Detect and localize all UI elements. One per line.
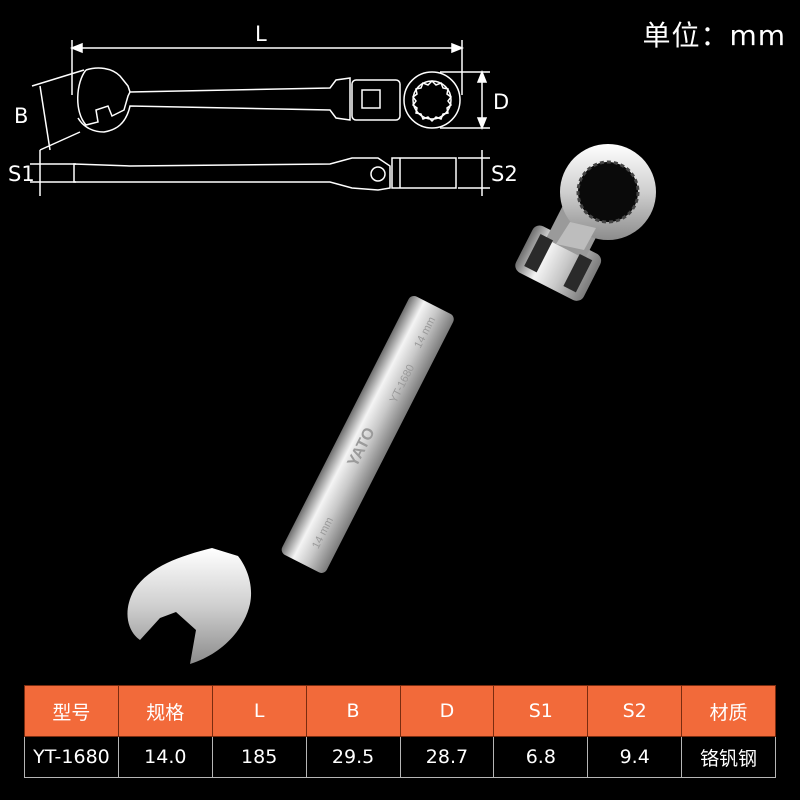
dimension-label-s1: S1: [8, 162, 35, 186]
spec-table: 型号 规格 L B D S1 S2 材质 YT-1680 14.0 185 29…: [24, 685, 776, 778]
cell-model: YT-1680: [24, 736, 119, 778]
header-cell-b: B: [305, 685, 401, 737]
header-cell-s2: S2: [587, 685, 683, 737]
dimension-label-b: B: [14, 104, 29, 128]
cell-d: 28.7: [399, 736, 495, 778]
table-row: YT-1680 14.0 185 29.5 28.7 6.8 9.4 铬钒钢: [24, 736, 776, 778]
header-cell-model: 型号: [24, 685, 119, 737]
header-cell-s1: S1: [493, 685, 589, 737]
header-cell-l: L: [211, 685, 307, 737]
cell-s2: 9.4: [587, 736, 683, 778]
cell-b: 29.5: [305, 736, 401, 778]
dimension-label-l: L: [255, 22, 267, 46]
unit-label: 单位：mm: [642, 19, 786, 52]
wrench-dimension-diagram: [30, 40, 490, 196]
cell-l: 185: [211, 736, 307, 778]
dimension-label-s2: S2: [491, 162, 518, 186]
header-cell-d: D: [399, 685, 495, 737]
spec-table-header-row: 型号 规格 L B D S1 S2 材质: [24, 685, 776, 737]
header-cell-size: 规格: [117, 685, 213, 737]
cell-material: 铬钒钢: [681, 736, 776, 778]
dimension-label-d: D: [493, 90, 510, 114]
wrench-product-image: YATO YT-1680 14 mm 14 mm: [127, 144, 656, 664]
cell-size: 14.0: [117, 736, 213, 778]
cell-s1: 6.8: [493, 736, 589, 778]
header-cell-material: 材质: [681, 685, 776, 737]
